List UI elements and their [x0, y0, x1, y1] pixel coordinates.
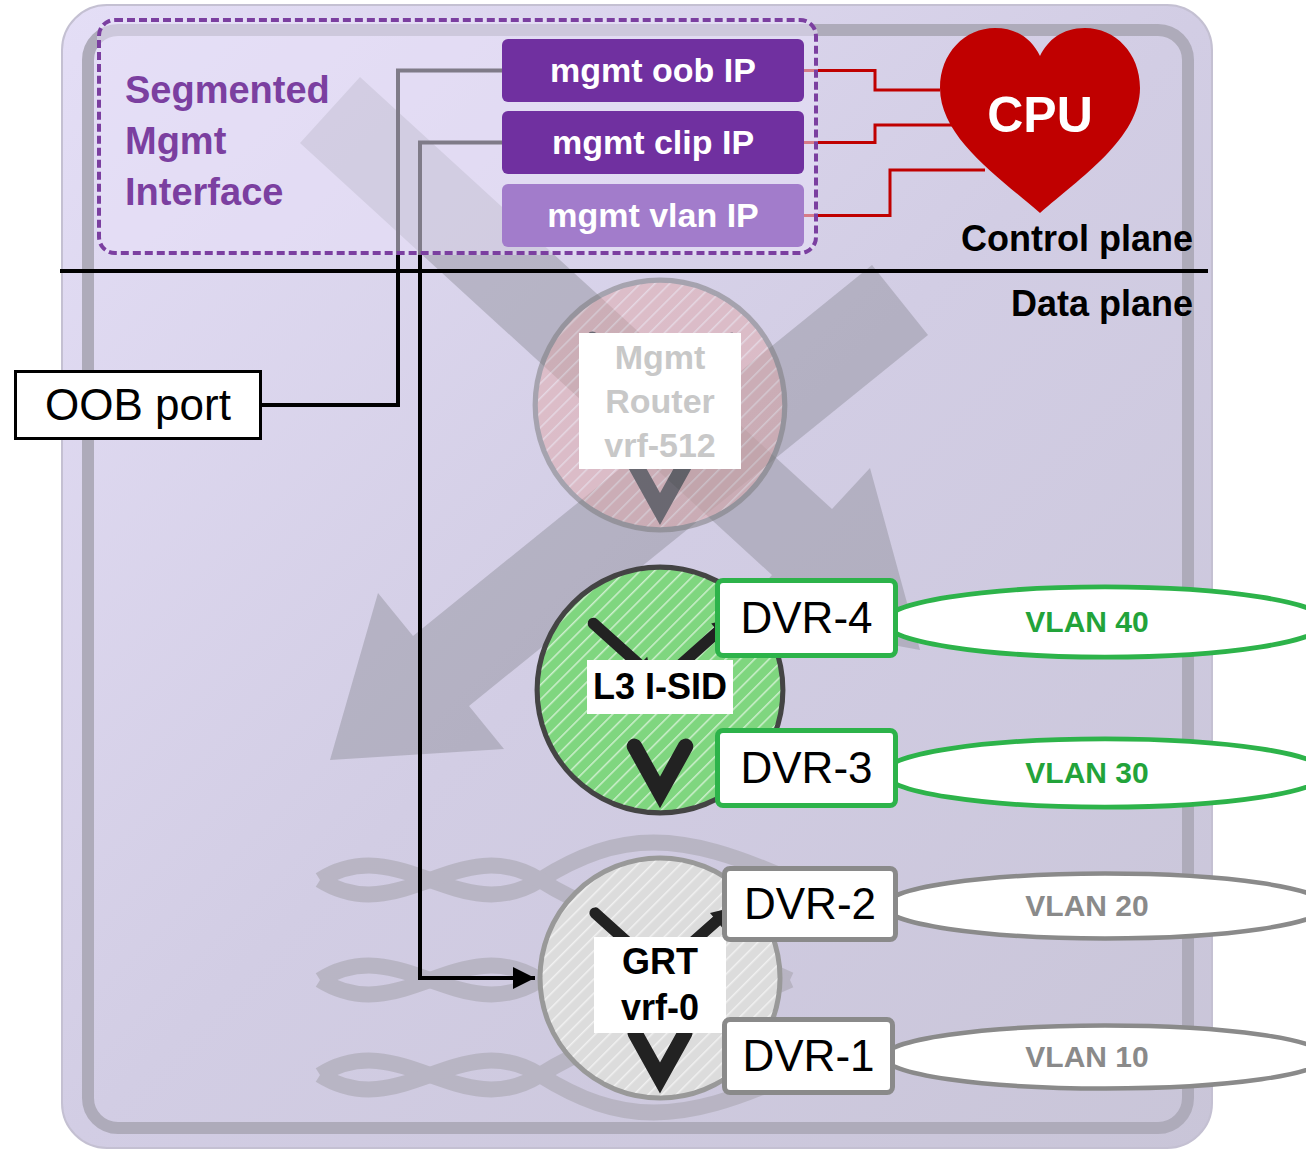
vlan-ellipse: VLAN 10 — [880, 1022, 1306, 1092]
mgmt-interface-group: Segmented Mgmt Interface mgmt oob IP mgmt … — [97, 18, 818, 255]
node-label: DVR-1 — [742, 1031, 874, 1081]
node-label: OOB port — [45, 380, 231, 430]
router-circle: Mgmt Router vrf-512 — [530, 275, 790, 535]
node-label: VLAN 10 — [1025, 1040, 1148, 1074]
plane-label: Control plane — [961, 218, 1193, 260]
mgmt-ip-box: mgmt oob IP — [502, 39, 804, 102]
plane-label: Data plane — [1011, 283, 1193, 325]
node-label: mgmt oob IP — [550, 51, 756, 90]
mgmt-ip-box: mgmt vlan IP — [502, 184, 804, 247]
node-label: Segmented Mgmt Interface — [125, 65, 370, 218]
connector-line — [804, 170, 985, 216]
node-label: DVR-2 — [744, 879, 876, 929]
dvr-box: DVR-4 — [715, 578, 898, 658]
node-label: mgmt clip IP — [552, 123, 754, 162]
cpu-heart: CPU — [940, 28, 1140, 215]
vlan-ellipse: VLAN 40 — [880, 583, 1306, 661]
plane-divider — [60, 269, 1208, 273]
node-label: GRT vrf-0 — [594, 937, 726, 1033]
dvr-box: DVR-2 — [722, 866, 898, 942]
node-label: VLAN 20 — [1025, 889, 1148, 923]
node-label: L3 I-SID — [587, 660, 733, 714]
connector-line — [420, 143, 535, 979]
node-label: mgmt vlan IP — [547, 196, 759, 235]
vlan-ellipse: VLAN 30 — [880, 735, 1306, 811]
port-box: OOB port — [14, 370, 262, 440]
node-label: DVR-3 — [740, 743, 872, 793]
vlan-ellipse: VLAN 20 — [880, 870, 1306, 942]
connector-line — [804, 125, 966, 143]
mgmt-ip-box: mgmt clip IP — [502, 111, 804, 174]
node-label: VLAN 30 — [1025, 756, 1148, 790]
device-housing — [62, 5, 1212, 1148]
node-label: Mgmt Router vrf-512 — [579, 333, 741, 469]
dvr-box: DVR-1 — [722, 1017, 895, 1095]
node-label: VLAN 40 — [1025, 605, 1148, 639]
fabric-mesh — [320, 843, 790, 1113]
connector-line — [804, 71, 940, 91]
node-label: CPU — [987, 86, 1093, 144]
dvr-box: DVR-3 — [715, 728, 898, 808]
node-label: DVR-4 — [740, 593, 872, 643]
